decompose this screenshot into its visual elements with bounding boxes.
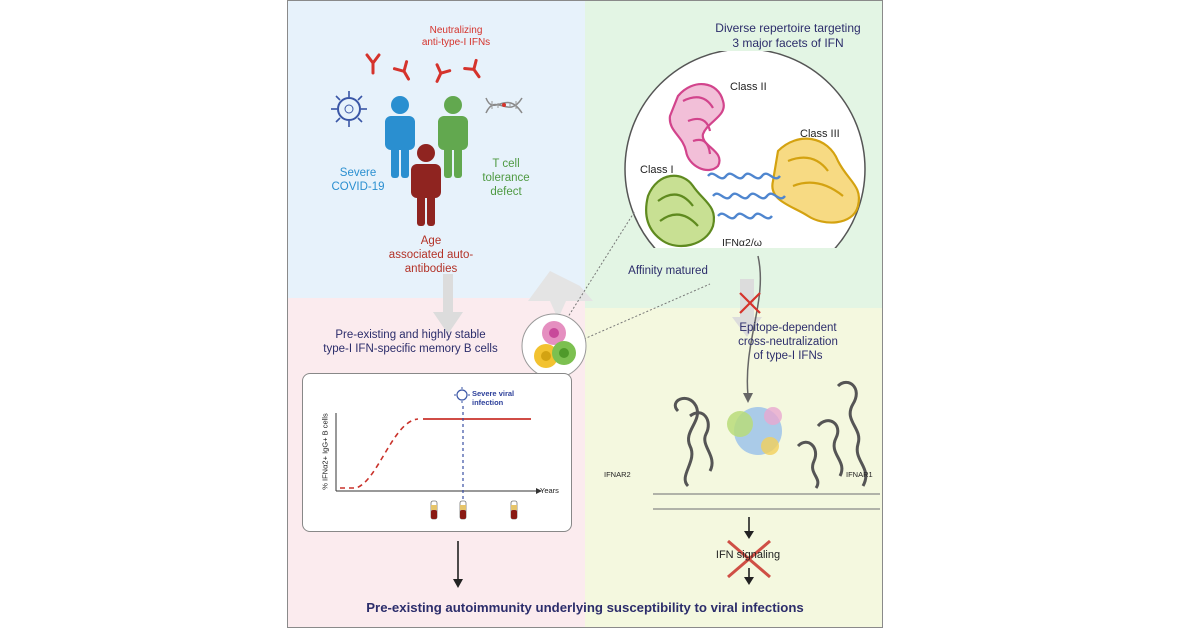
class-iii-fab <box>771 137 861 224</box>
dna-icon <box>485 97 523 114</box>
block-x-icon <box>739 292 761 314</box>
rising-dashed-line <box>340 418 419 489</box>
receptor-complex <box>673 380 868 489</box>
class-iii-label: Class III <box>800 128 840 140</box>
neutralizing-label: Neutralizing anti-type-I IFNs <box>421 25 491 49</box>
ifnar2-label: IFNAR2 <box>604 470 631 479</box>
down-arrow-footer-left <box>453 541 463 588</box>
class-i-fab <box>645 174 716 248</box>
affinity-label: Affinity matured <box>628 265 708 277</box>
graphical-abstract: Neutralizing anti-type-I IFNs <box>287 0 883 628</box>
infection-annotation: Severe viral infection <box>472 389 515 407</box>
antibody-icon <box>392 60 410 81</box>
severe-covid-label: Severe COVID-19 <box>331 167 385 194</box>
blood-tube-icon <box>510 500 518 520</box>
ifn-antibody-complex <box>645 83 861 248</box>
curved-arrow-center <box>528 271 593 319</box>
ifnar1-label: IFNAR1 <box>846 470 873 479</box>
repertoire-title: Diverse repertoire targeting 3 major fac… <box>715 21 861 50</box>
class-i-label: Class I <box>640 164 674 176</box>
ifn-helices <box>707 172 786 220</box>
binding-arrow <box>739 255 762 403</box>
plot-svg <box>335 387 542 520</box>
signaling-block-x-icon <box>727 539 771 579</box>
small-virus-icon <box>454 387 470 403</box>
person-icon-darkred <box>411 144 441 226</box>
antibody-icon <box>435 63 452 83</box>
membrane <box>653 493 880 585</box>
footer-conclusion: Pre-existing autoimmunity underlying sus… <box>366 600 804 615</box>
panel-top-left <box>288 1 585 298</box>
ifn-surface <box>727 407 782 455</box>
antibody-icon <box>463 58 481 79</box>
x-axis-label: Years <box>540 486 559 495</box>
blood-tube-icon <box>430 500 438 520</box>
class-ii-label: Class II <box>730 81 767 93</box>
class-ii-fab <box>668 83 725 172</box>
ifnar1-receptor <box>796 380 868 489</box>
blood-tube-icon <box>459 500 467 520</box>
virus-icon <box>331 91 367 127</box>
person-icons <box>385 96 468 226</box>
b-cells-icon <box>521 313 587 379</box>
antibody-icon <box>365 53 381 75</box>
memory-b-cells-title: Pre-existing and highly stable type-I IF… <box>323 329 498 356</box>
down-arrow-left <box>433 274 463 334</box>
age-label: Age associated auto- antibodies <box>388 235 474 276</box>
cross-neutralization-title: Epitope-dependent cross-neutralization o… <box>738 322 838 363</box>
ifn-signaling-label: IFN signaling <box>715 549 781 561</box>
person-icon-green <box>438 96 468 178</box>
ifnar2-receptor <box>673 396 714 488</box>
antibody-icons <box>365 53 481 83</box>
t-cell-label: T cell tolerance defect <box>482 158 530 199</box>
ifn-label: IFNα2/ω <box>722 237 762 249</box>
person-icon-blue <box>385 96 415 178</box>
